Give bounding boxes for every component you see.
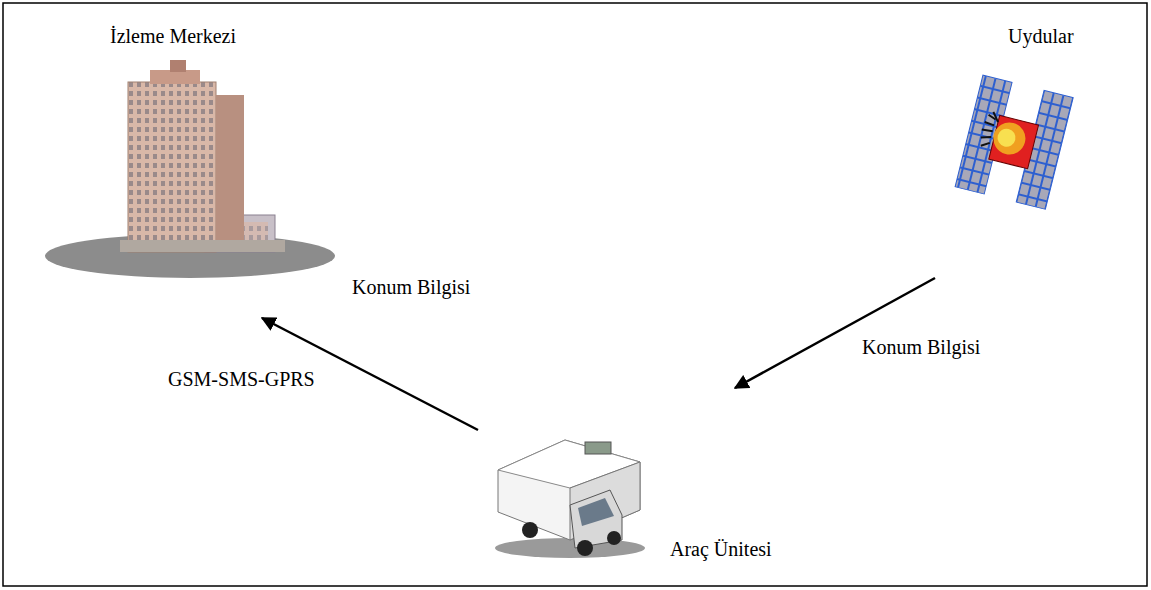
node-label: Uydular: [1008, 25, 1074, 48]
edge-label: Konum Bilgisi: [862, 336, 980, 359]
arrow-connector: [735, 278, 935, 388]
building-illustration: [45, 60, 335, 278]
node-label: İzleme Merkezi: [110, 25, 236, 48]
monitoring-center: İzleme Merkezi: [40, 15, 345, 318]
frame: [3, 3, 1147, 586]
satellites: Uydular: [900, 15, 1080, 278]
protocol-label: GSM-SMS-GPRS: [168, 368, 315, 391]
vehicle-unit: Araç Ünitesi: [478, 388, 833, 575]
truck-illustration: [495, 440, 645, 558]
node-label: Araç Ünitesi: [670, 538, 772, 561]
edge-label: Konum Bilgisi: [352, 276, 470, 299]
satellite-illustration: [955, 75, 1073, 209]
